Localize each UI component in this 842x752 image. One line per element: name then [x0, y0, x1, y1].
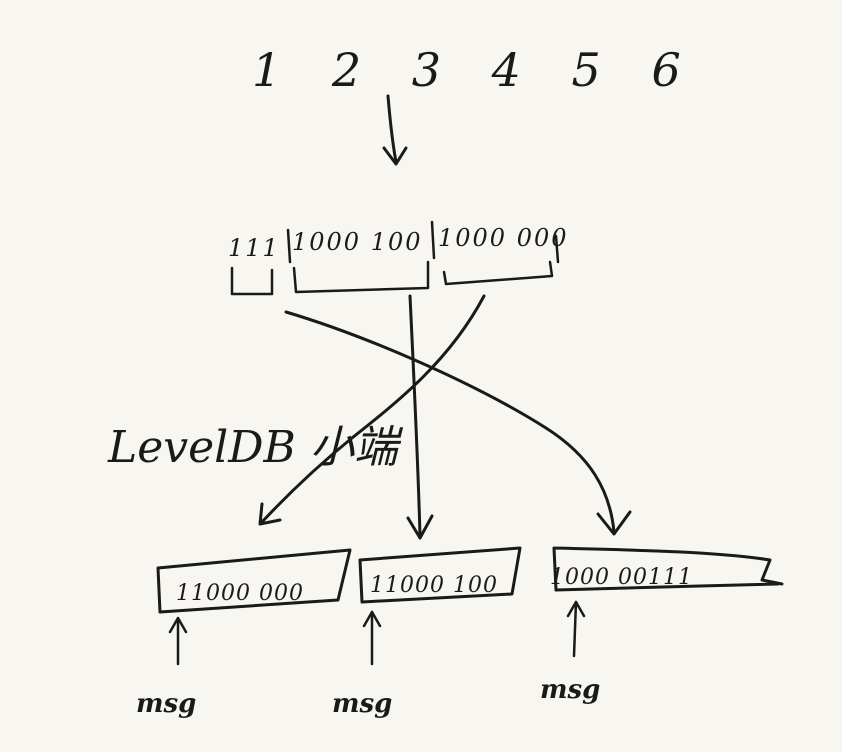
memory-box-1-bits: 11000 000 [176, 581, 304, 606]
arrowhead-box2 [406, 514, 434, 540]
bracket-group-1 [230, 266, 274, 296]
pointer-arrowhead-1 [168, 616, 188, 634]
memory-box-3 [552, 546, 784, 592]
arrow-group1-to-box3 [284, 310, 616, 534]
bracket-group-2 [292, 260, 430, 294]
memory-box-2-bits: 11000 100 [370, 573, 498, 598]
group-separator-2 [430, 220, 436, 260]
bracket-group-3 [442, 260, 554, 286]
group-separator-1 [286, 228, 292, 264]
pointer-arrowhead-2 [362, 610, 382, 628]
arrowhead-box1 [258, 502, 282, 526]
memory-box-1 [156, 548, 352, 614]
encode-arrowhead [382, 146, 408, 166]
pointer-arrowhead-3 [566, 600, 586, 618]
pointer-label-1: msg [136, 689, 196, 719]
encode-arrow [386, 94, 398, 164]
leveldb-label: LevelDB 小端 [107, 422, 404, 473]
encoded-group-1: 111 [228, 234, 280, 262]
memory-box-3-bits: 1000 00111 [550, 565, 693, 590]
pointer-arrow-3 [572, 600, 578, 658]
group-separator-3 [554, 234, 560, 264]
pointer-label-2: msg [332, 689, 392, 719]
arrow-group2-to-box2 [408, 294, 422, 538]
input-sequence: 1 2 3 4 5 6 [252, 43, 699, 97]
encoded-group-2: 1000 100 [292, 228, 423, 256]
encoded-group-3: 1000 000 [438, 224, 569, 252]
memory-box-2 [358, 546, 522, 604]
arrow-group3-to-box1 [260, 294, 486, 524]
pointer-label-3: msg [540, 675, 600, 705]
arrowhead-box3 [596, 510, 632, 536]
